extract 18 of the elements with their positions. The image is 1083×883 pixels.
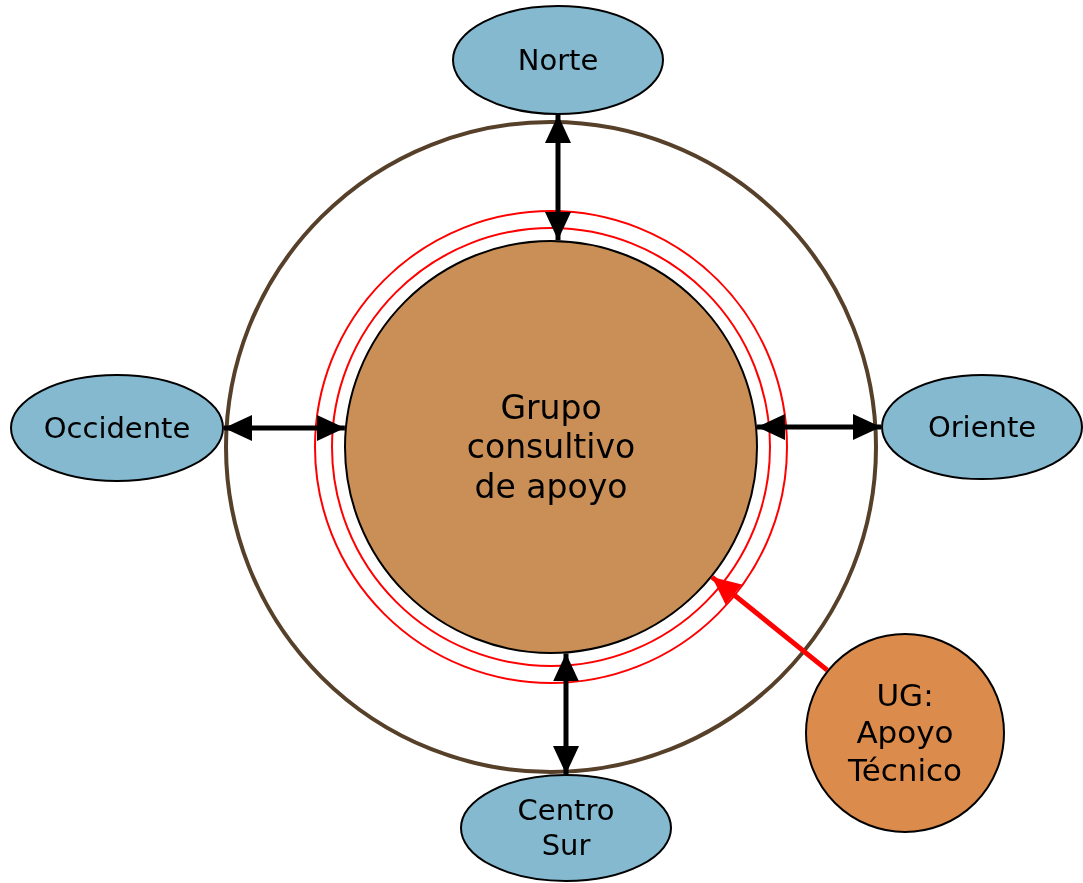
node-label: Occidente [43, 410, 191, 446]
arrow [224, 415, 345, 441]
node-label: UG: Apoyo Técnico [846, 677, 964, 789]
arrow [553, 653, 579, 774]
double-ring [314, 210, 788, 684]
arrow [757, 414, 881, 440]
region-ellipse [881, 374, 1083, 480]
arrow [545, 115, 571, 241]
node-label: Norte [517, 42, 599, 78]
region-ellipse [10, 374, 224, 482]
node-label: Oriente [927, 409, 1037, 445]
region-ellipse [452, 5, 664, 115]
region-ellipse [460, 774, 672, 882]
node-label: Grupo consultivo de apoyo [465, 387, 637, 507]
center-circle [344, 240, 758, 654]
unit-circle [805, 633, 1005, 833]
arrow [710, 575, 829, 673]
node-label: Centro Sur [516, 793, 616, 863]
